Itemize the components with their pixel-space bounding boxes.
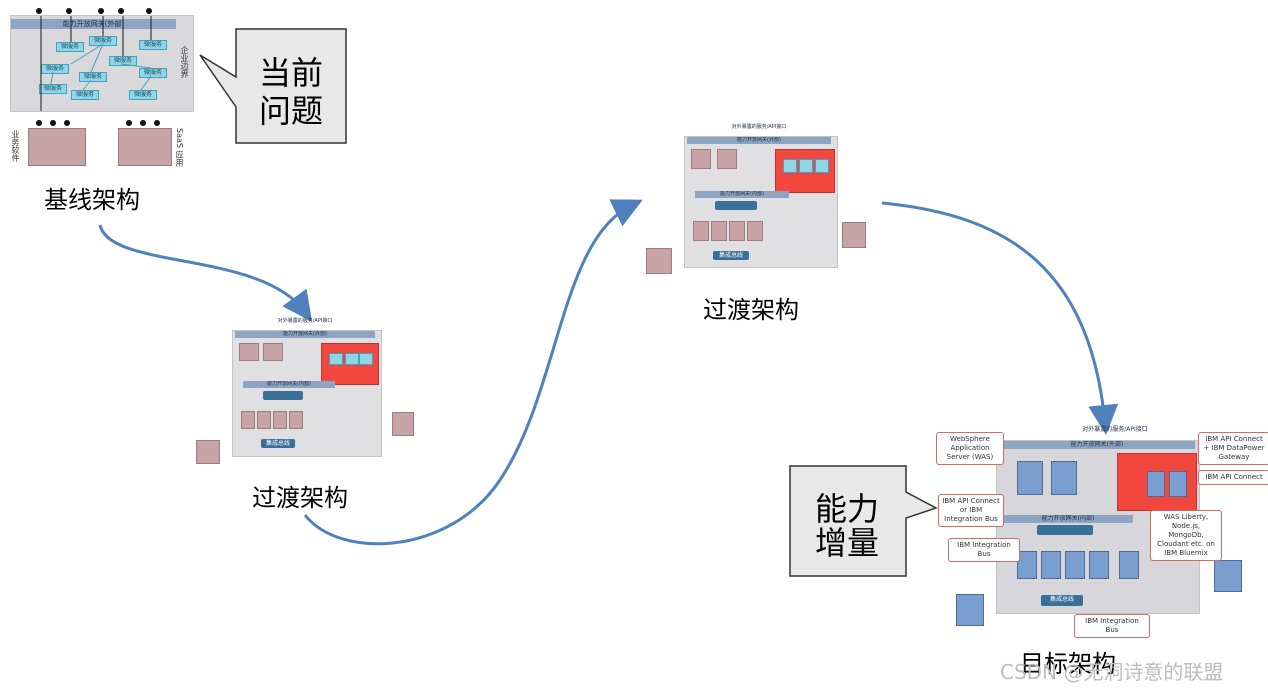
target-gateway-bar: 能力开放网关(外部): [999, 441, 1195, 449]
transition2-diagram: 能力开放网关(外部) 能力开放网关(内部) 集成总线: [684, 136, 838, 268]
transition2-caption: 过渡架构: [703, 296, 799, 324]
baseline-saas-app-label: SaaS 应用: [175, 128, 184, 167]
target-tag-ibm-api-connect-dp: IBM API Connect + IBM DataPower Gateway: [1198, 432, 1268, 465]
csdn-watermark: CSDN @无洞诗意的联盟: [1000, 660, 1224, 684]
target-tag-was-liberty: WAS Liberty, Node.js, MongoDb, Cloudant …: [1150, 510, 1222, 561]
callout-capability-shape: [789, 465, 938, 577]
callout-current-shape: [199, 28, 347, 144]
target-top-label: 对外暴露的服务/API接口: [1082, 426, 1148, 433]
transition1-integration-bus: 集成总线: [261, 439, 295, 448]
baseline-business-app-box: [28, 128, 86, 166]
target-tag-ibm-api-connect: IBM API Connect: [1198, 470, 1268, 485]
transition2-internal-gateway: 能力开放网关(内部): [695, 191, 789, 198]
arrow-transition1-to-transition2: [303, 199, 643, 546]
baseline-gateway-bar: 能力开放网关(外部): [11, 19, 176, 29]
target-tag-ibm-integration-bus-2: IBM Integration Bus: [1074, 614, 1150, 638]
transition1-caption: 过渡架构: [252, 484, 348, 512]
target-tag-was: WebSphere Application Server (WAS): [936, 432, 1004, 465]
target-tag-ibm-integration-bus-1: IBM Integration Bus: [948, 538, 1020, 562]
baseline-micro-5: 微服务: [109, 56, 137, 66]
baseline-connectors: [40, 16, 152, 111]
transition1-gateway-bar: 能力开放网关(外部): [235, 331, 375, 338]
baseline-micro-7: 微服务: [79, 72, 107, 82]
transition2-top-label: 对外暴露的服务/API接口: [731, 124, 787, 130]
baseline-enterprise-boundary: 企业边界: [180, 46, 189, 78]
transition2-gateway-bar: 能力开放网关(外部): [687, 137, 831, 144]
baseline-diagram: 能力开放网关(外部) 微服务 微服务 微服务 微服务 微服务 微服务 微服务 微…: [10, 15, 194, 112]
baseline-micro-10: 微服务: [129, 90, 157, 100]
baseline-micro-3: 微服务: [139, 40, 167, 50]
baseline-micro-8: 微服务: [39, 84, 67, 94]
transition1-diagram: 能力开放网关(外部) 能力开放网关(内部) 集成总线: [232, 330, 382, 457]
callout-current-line2: 问题: [258, 92, 323, 130]
baseline-micro-1: 微服务: [89, 36, 117, 46]
callout-capability-line1: 能力: [814, 490, 879, 528]
baseline-caption: 基线架构: [44, 186, 140, 214]
target-integration-bus: 集成总线: [1041, 595, 1083, 606]
transition1-internal-gateway: 能力开放网关(内部): [243, 381, 335, 388]
baseline-micro-2: 微服务: [56, 42, 84, 52]
baseline-micro-9: 微服务: [71, 90, 99, 100]
arrow-baseline-to-transition1: [98, 224, 313, 322]
callout-current-line1: 当前: [258, 54, 323, 92]
target-caption: 目标架构: [1020, 650, 1116, 678]
callout-capability-line2: 增量: [814, 524, 879, 562]
target-internal-gateway: 能力开放网关(内部): [1003, 515, 1133, 523]
baseline-business-app-label: 业务软件: [11, 130, 20, 162]
transition2-integration-bus: 集成总线: [713, 251, 749, 260]
transition1-top-label: 对外暴露的服务/API接口: [277, 318, 333, 324]
baseline-micro-6: 微服务: [139, 68, 167, 78]
target-tag-ibm-api-connect-iib: IBM API Connect or IBM Integration Bus: [938, 494, 1004, 527]
baseline-saas-app-box: [118, 128, 172, 166]
arrow-transition2-to-target: [881, 201, 1119, 435]
